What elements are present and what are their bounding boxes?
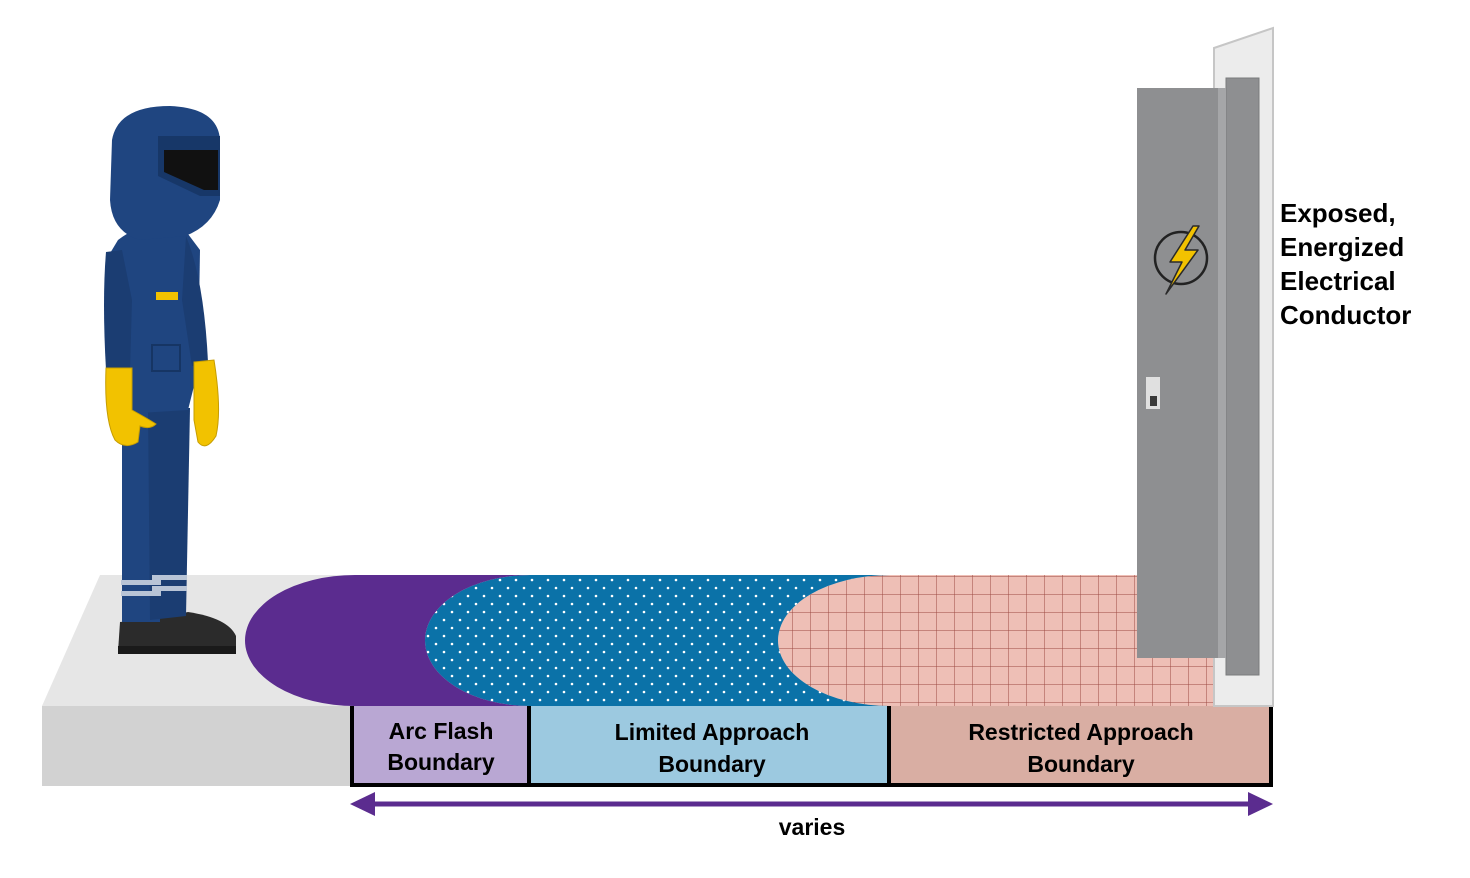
limited-approach-box (529, 706, 889, 785)
cabinet-door-edge (1218, 88, 1226, 658)
hood-visor (164, 150, 218, 190)
arc-flash-suit-figure (104, 106, 236, 654)
arc-flash-label-line2: Boundary (387, 749, 495, 775)
arc-flash-zone (244, 575, 530, 706)
limited-approach-label-line1: Limited Approach (615, 719, 810, 745)
glove-left (105, 367, 157, 446)
distance-arrow-head-left (350, 792, 375, 816)
suit-arm-left (104, 250, 132, 372)
restricted-approach-label-line2: Boundary (1027, 751, 1135, 777)
arc-flash-box (352, 706, 529, 785)
glove-right (193, 359, 220, 447)
conductor-label-line2: Energized (1280, 232, 1405, 262)
limited-approach-dots (425, 575, 890, 706)
suit-pocket (151, 344, 181, 372)
boots (118, 612, 236, 654)
conductor-label-line1: Exposed, (1280, 198, 1396, 228)
lightning-bolt-icon (1153, 225, 1209, 295)
restricted-approach-label-line1: Restricted Approach (968, 719, 1193, 745)
conductor-label-line4: Conductor (1280, 300, 1412, 330)
suit-arm-right (182, 236, 208, 366)
restricted-approach-box (889, 706, 1271, 785)
boundary-labels: Arc Flash Boundary Limited Approach Boun… (350, 706, 1273, 787)
electrical-cabinet (1137, 26, 1274, 707)
floor-front (42, 706, 354, 786)
boundary-zones (244, 575, 1270, 706)
arc-flash-label-line1: Arc Flash (389, 718, 494, 744)
distance-label: varies (779, 814, 846, 840)
boundary-box-borders (350, 706, 1273, 787)
cabinet-side (1225, 77, 1260, 676)
distance-arrow: varies (350, 792, 1273, 840)
distance-arrow-head-right (1248, 792, 1273, 816)
cabinet-latch-slot (1150, 396, 1157, 406)
limited-approach-label-line2: Boundary (658, 751, 766, 777)
suit-legs (121, 408, 190, 622)
suit-pocket-tag (156, 292, 178, 300)
conductor-label-line3: Electrical (1280, 266, 1396, 296)
cabinet-door (1137, 88, 1222, 658)
conductor-label: Exposed, Energized Electrical Conductor (1280, 196, 1460, 332)
